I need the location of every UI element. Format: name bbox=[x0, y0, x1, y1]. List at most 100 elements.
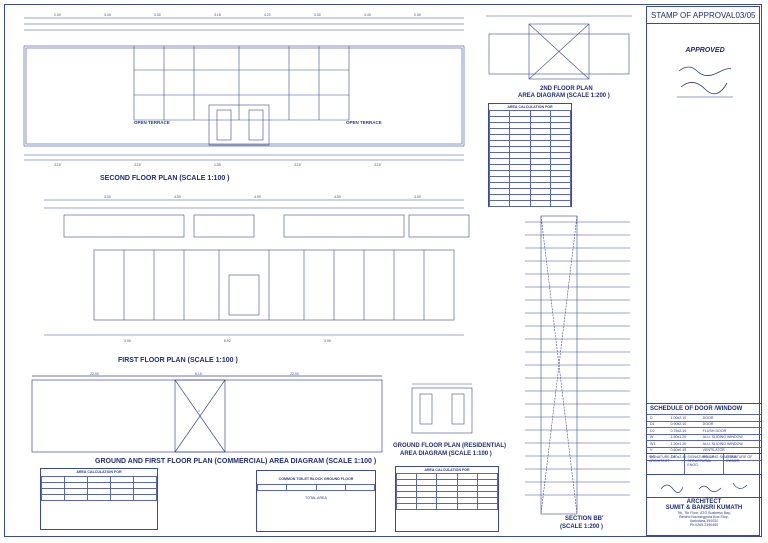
area-calc-center-grid bbox=[395, 473, 499, 510]
svg-text:4.21: 4.21 bbox=[264, 13, 271, 17]
architect-block: ARCHITECT SUMIT & BANSRI KUMATH 7th, 7th… bbox=[647, 499, 761, 527]
architect-address-3: Vadodara-390020 bbox=[689, 519, 719, 523]
schedule-cell: 0.60x0.45 bbox=[670, 448, 687, 453]
area-calc-right-title: AREA CALCULATION FOR bbox=[507, 105, 553, 109]
svg-text:3.00: 3.00 bbox=[414, 195, 421, 199]
structural-signature-label: SIGNATURE OF STRUCTURAL ENGG. bbox=[687, 455, 715, 467]
svg-text:3.15: 3.15 bbox=[374, 163, 381, 167]
svg-text:22.00: 22.00 bbox=[290, 372, 299, 376]
second-floor-plan-drawing: 2.00 3.40 3.30 3.15 4.21 3.30 3.40 2.00 3.15 3… bbox=[23, 13, 465, 167]
svg-text:3.40: 3.40 bbox=[364, 13, 371, 17]
schedule-row: W 1.50x1.20 ALU. SLIDING WINDOW bbox=[647, 435, 761, 441]
first-floor-plan-drawing: 3.00 4.39 4.90 4.39 3.00 3.90 6.92 3.90 bbox=[44, 195, 470, 343]
architect-address-2: Behind Navrangpura Bus Stop, bbox=[679, 515, 729, 519]
architect-signature-label: SIGNATURE OF ARCHITECT bbox=[649, 455, 676, 463]
svg-text:3.40: 3.40 bbox=[104, 13, 111, 17]
schedule-cell: 1.00x2.10 bbox=[670, 415, 687, 420]
area-calc-table-center: AREA CALCULATION FOR bbox=[395, 466, 499, 532]
schedule-cell: D bbox=[650, 415, 653, 420]
open-terrace-right: OPEN TERRACE bbox=[346, 120, 382, 125]
stamp-description bbox=[647, 24, 759, 40]
schedule-row: RS 2.40x2.40 ROLLING SHUTTER bbox=[647, 454, 761, 461]
second-floor-plan-title: SECOND FLOOR PLAN (SCALE 1:100 ) bbox=[100, 175, 230, 182]
svg-text:3.00: 3.00 bbox=[104, 195, 111, 199]
schedule-cell: V bbox=[650, 448, 653, 453]
common-toilet-title: COMMON TOILET BLOCK GROUND FLOOR bbox=[278, 477, 354, 481]
svg-text:3.30: 3.30 bbox=[154, 13, 161, 17]
schedule-cell: ALU. SLIDING WINDOW bbox=[702, 435, 743, 440]
schedule-row: D 1.00x2.10 DOOR bbox=[647, 415, 761, 422]
schedule-cell: D1 bbox=[650, 422, 655, 427]
signature-row: SIGNATURE OF ARCHITECT SIGNATURE OF STRU… bbox=[647, 453, 761, 475]
svg-text:3.15: 3.15 bbox=[54, 163, 61, 167]
schedule-cell: FLUSH DOOR bbox=[702, 428, 727, 433]
common-toilet-grid bbox=[256, 484, 376, 491]
architect-address-1: 7th, 7th Floor, ATG Business Bay, bbox=[677, 511, 731, 515]
svg-text:4.39: 4.39 bbox=[334, 195, 341, 199]
section-bb-drawing bbox=[525, 215, 630, 515]
svg-text:1.35: 1.35 bbox=[214, 163, 221, 167]
structural-signature-cell: SIGNATURE OF STRUCTURAL ENGG. bbox=[685, 454, 724, 474]
schedule-cell: RS bbox=[650, 454, 655, 459]
svg-text:22.00: 22.00 bbox=[90, 372, 99, 376]
svg-text:2.00: 2.00 bbox=[54, 13, 61, 17]
owner-signature-cell: SIGNATURE OF OWNER bbox=[724, 454, 761, 474]
schedule-cell: 2.40x2.40 bbox=[670, 454, 687, 459]
schedule-cell: 0.90x2.10 bbox=[670, 422, 687, 427]
area-calc-table-left: AREA CALCULATION FOR bbox=[40, 468, 158, 530]
schedule-cell: ALU. SLIDING WINDOW bbox=[702, 441, 743, 446]
area-calc-center-title: AREA CALCULATION FOR bbox=[424, 468, 470, 472]
approval-signature-icon bbox=[677, 66, 733, 98]
common-toilet-table: COMMON TOILET BLOCK GROUND FLOOR TOTAL A… bbox=[256, 470, 376, 532]
svg-text:2.00: 2.00 bbox=[414, 13, 421, 17]
svg-text:4.90: 4.90 bbox=[254, 195, 261, 199]
area-calc-table-right: AREA CALCULATION FOR bbox=[488, 103, 572, 207]
svg-text:3.90: 3.90 bbox=[324, 339, 331, 343]
schedule-row: D1 0.90x2.10 DOOR bbox=[647, 422, 761, 428]
common-toilet-total: TOTAL AREA bbox=[305, 496, 327, 500]
owner-signature-label: SIGNATURE OF OWNER bbox=[725, 455, 753, 463]
schedule-cell: 1.20x1.20 bbox=[670, 441, 687, 446]
area-calc-left-grid bbox=[41, 476, 157, 501]
second-area-title-1: 2ND FLOOR PLAN bbox=[540, 86, 593, 92]
drawing-frame bbox=[4, 4, 762, 537]
open-terrace-left: OPEN TERRACE bbox=[134, 120, 170, 125]
svg-text:3.15: 3.15 bbox=[294, 163, 301, 167]
ground-residential-title-1: GROUND FLOOR PLAN (RESIDENTIAL) bbox=[393, 443, 506, 449]
ground-residential-drawing bbox=[411, 383, 473, 434]
schedule-cell: 1.50x1.20 bbox=[670, 435, 687, 440]
schedule-cell: DOOR bbox=[702, 415, 714, 420]
schedule-cell: W1 bbox=[650, 441, 656, 446]
svg-text:3.15: 3.15 bbox=[214, 13, 221, 17]
stamp-header: STAMP OF APPROVAL 03/05 bbox=[647, 7, 759, 24]
schedule-row: W1 1.20x1.20 ALU. SLIDING WINDOW bbox=[647, 441, 761, 448]
area-calc-right-grid bbox=[488, 110, 572, 207]
schedule-cell: 0.75x2.10 bbox=[670, 428, 687, 433]
svg-text:3.30: 3.30 bbox=[314, 13, 321, 17]
svg-text:3.90: 3.90 bbox=[124, 339, 131, 343]
approval-stamp: APPROVED bbox=[673, 47, 737, 109]
schedule-cell: DOOR bbox=[702, 422, 714, 427]
architect-label: ARCHITECT bbox=[686, 499, 722, 505]
svg-text:6.92: 6.92 bbox=[224, 339, 231, 343]
approved-text: APPROVED bbox=[685, 47, 725, 54]
area-calc-left-title: AREA CALCULATION FOR bbox=[76, 470, 122, 474]
architect-name: SUMIT & BANSRI KUMATH bbox=[665, 505, 743, 511]
schedule-cell: VENTILATOR bbox=[702, 448, 725, 453]
stamp-number: 03/05 bbox=[735, 10, 756, 20]
schedule-cell: W bbox=[650, 435, 654, 440]
stamp-title: STAMP OF APPROVAL bbox=[651, 10, 736, 20]
svg-text:1: 1 bbox=[198, 409, 200, 413]
signature-area bbox=[647, 475, 761, 498]
architect-signature-cell: SIGNATURE OF ARCHITECT bbox=[647, 454, 686, 474]
second-floor-area-drawing bbox=[486, 15, 632, 80]
svg-text:4.39: 4.39 bbox=[174, 195, 181, 199]
schedule-cell: ROLLING SHUTTER bbox=[702, 454, 737, 459]
second-area-title-2: AREA DIAGRAM (SCALE 1:200 ) bbox=[518, 93, 610, 99]
section-title-1: SECTION BB' bbox=[565, 516, 604, 522]
title-block: STAMP OF APPROVAL 03/05 APPROVED SCHEDUL… bbox=[646, 6, 761, 536]
